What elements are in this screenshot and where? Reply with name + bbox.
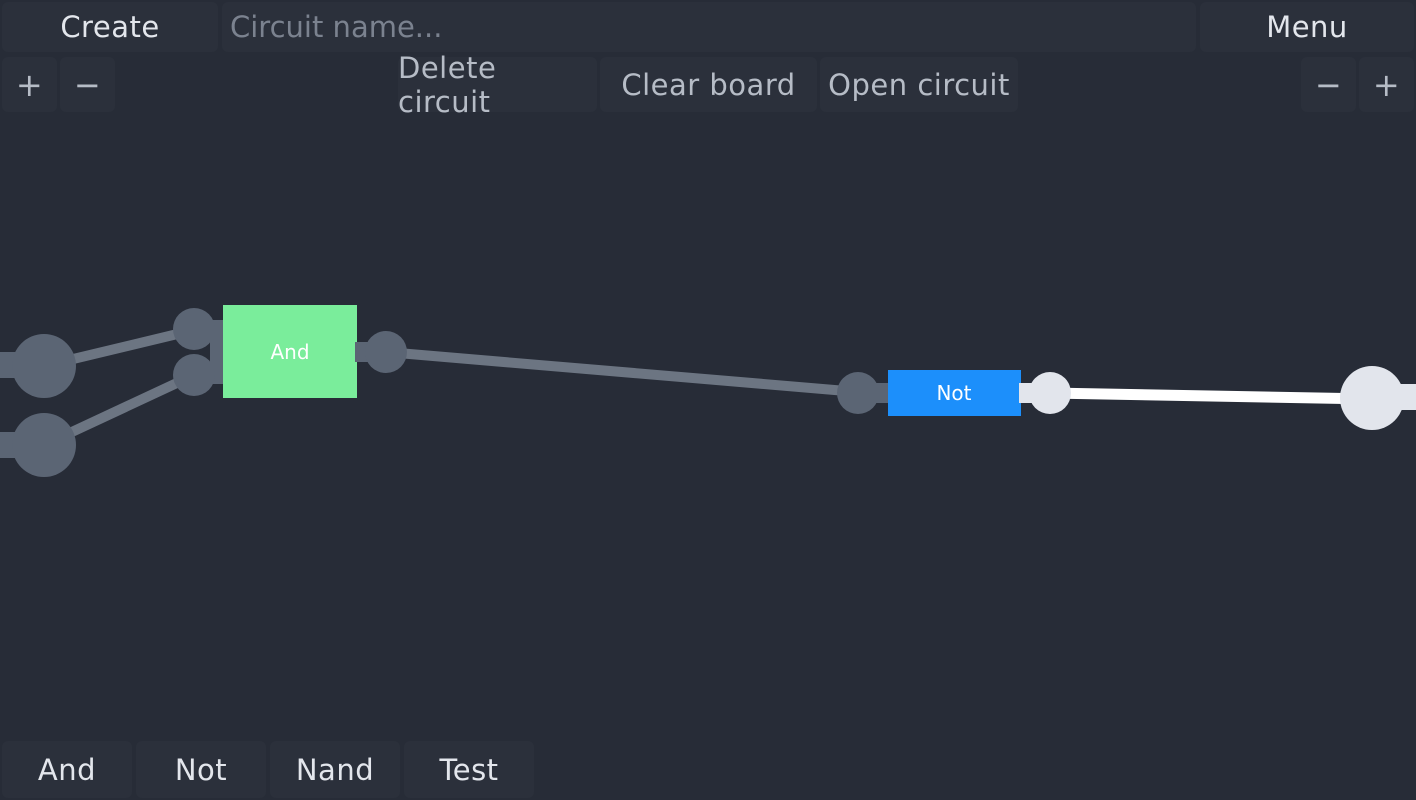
palette-test-button[interactable]: Test [404,741,534,798]
and-gate-label: And [270,340,309,364]
delete-circuit-button[interactable]: Delete circuit [398,51,597,119]
zoom-in-left-button[interactable]: + [2,57,57,112]
and-output-pin[interactable] [365,331,407,373]
wire-input-b-to-and [41,370,197,450]
palette-nand-button[interactable]: Nand [270,741,400,798]
output-indicator[interactable] [1340,366,1404,430]
wire-input-a-to-and [42,325,196,371]
output-stub [1395,384,1416,410]
and-output-stub [355,342,369,362]
wire-and-to-not [385,347,859,397]
input-b-stub [0,432,30,458]
and-input-pin-b[interactable] [173,354,215,396]
zoom-out-right-button[interactable]: − [1301,57,1356,112]
input-switch-a[interactable] [12,334,76,398]
open-circuit-button[interactable]: Open circuit [820,57,1018,112]
and-input-pin-a[interactable] [173,308,215,350]
input-a-stub [0,352,30,378]
wire-not-to-output [1049,387,1373,405]
zoom-in-right-button[interactable]: + [1359,57,1414,112]
menu-button[interactable]: Menu [1200,2,1414,52]
not-output-pin[interactable] [1029,372,1071,414]
zoom-out-left-button[interactable]: − [60,57,115,112]
not-output-stub [1019,383,1035,403]
not-input-stub [872,383,890,403]
and-pin-stub [210,320,224,384]
palette-not-button[interactable]: Not [136,741,266,798]
palette-and-button[interactable]: And [2,741,132,798]
and-gate[interactable] [223,305,357,398]
circuit-name-input[interactable] [222,2,1196,52]
not-gate[interactable] [888,370,1021,416]
not-input-pin[interactable] [837,372,879,414]
input-switch-b[interactable] [12,413,76,477]
create-button[interactable]: Create [2,2,218,52]
not-gate-label: Not [936,381,971,405]
clear-board-button[interactable]: Clear board [600,57,817,112]
